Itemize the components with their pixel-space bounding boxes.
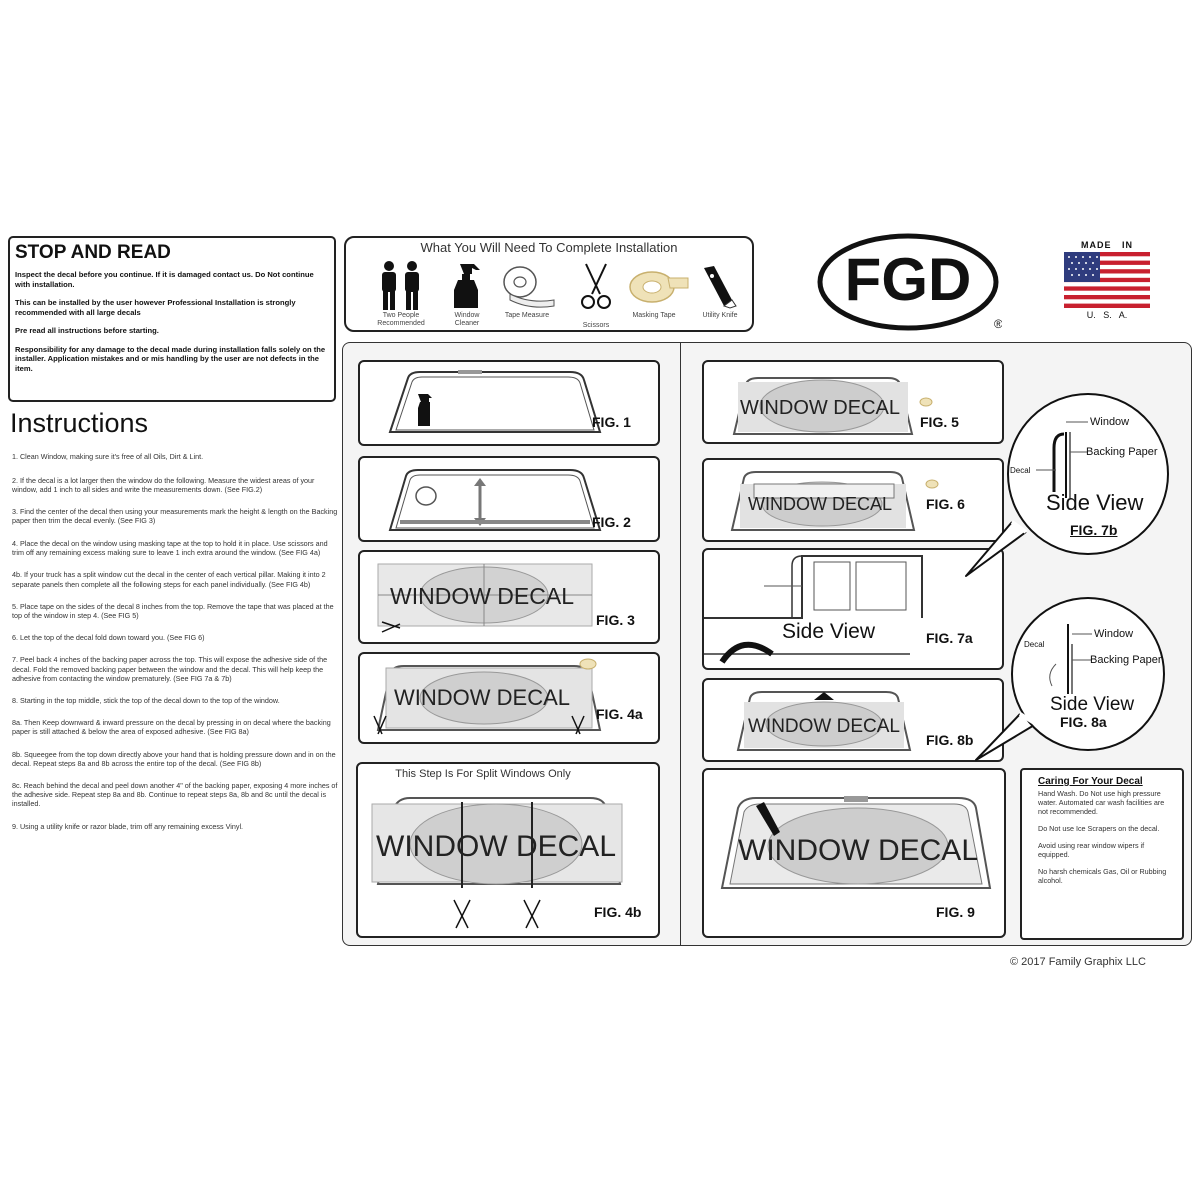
decal-text: WINDOW DECAL: [748, 716, 900, 737]
stop-read-para-4: Responsibility for any damage to the dec…: [15, 344, 326, 373]
decal-text: WINDOW DECAL: [394, 685, 570, 710]
callout-decal-label: Decal: [1010, 466, 1031, 475]
fig-4b-label: FIG. 4b: [594, 904, 642, 920]
instruction-step: 6. Let the top of the decal fold down to…: [12, 633, 205, 643]
made-in-usa-badge: MADE IN U. S. A.: [1064, 240, 1150, 324]
utility-knife-icon: [704, 266, 737, 309]
tool-label: Two People Recommended: [377, 312, 425, 327]
fig-3-label: FIG. 3: [596, 612, 635, 628]
callout-window-label: Window: [1090, 416, 1130, 428]
fig-5-label: FIG. 5: [920, 414, 959, 430]
fig-8b-label: FIG. 8b: [926, 732, 974, 748]
side-view-label: Side View: [782, 620, 876, 643]
decal-text: WINDOW DECAL: [738, 834, 978, 867]
fig-7a-label: FIG. 7a: [926, 630, 973, 646]
fig-7b-label: FIG. 7b: [1070, 522, 1118, 538]
fig-4a-label: FIG. 4a: [596, 706, 643, 722]
decal-text: WINDOW DECAL: [748, 494, 892, 514]
fgd-logo-text: FGD: [845, 246, 972, 313]
figure-2: FIG. 2: [358, 456, 660, 542]
instruction-step: 4. Place the decal on the window using m…: [12, 539, 328, 558]
care-para-4: No harsh chemicals Gas, Oil or Rubbing a…: [1038, 867, 1167, 885]
care-para-3: Avoid using rear window wipers if equipp…: [1038, 841, 1145, 859]
side-view-callout-8a: Window Backing Paper Decal Side View FIG…: [960, 594, 1190, 766]
instructions-list: 1. Clean Window, making sure it's free o…: [12, 452, 338, 831]
fig-2-label: FIG. 2: [592, 514, 631, 530]
instruction-step: 1. Clean Window, making sure it's free o…: [12, 452, 204, 461]
stop-and-read-title: STOP AND READ: [15, 242, 171, 263]
callout-backing-label: Backing Paper: [1086, 446, 1158, 458]
fgd-logo: FGD ®: [816, 232, 1003, 332]
figure-4b: This Step Is For Split Windows Only WIND…: [356, 762, 660, 938]
figure-5: WINDOW DECAL FIG. 5: [702, 360, 1004, 444]
instruction-step: 3. Find the center of the decal then usi…: [12, 506, 338, 525]
side-view-callout-7b: Window Backing Paper Decal Side View FIG…: [960, 392, 1190, 582]
tool-label: Masking Tape: [632, 312, 676, 319]
scissors-icon: [581, 263, 611, 309]
care-title: Caring For Your Decal: [1038, 776, 1143, 787]
people-icon: [382, 261, 419, 310]
tape-measure-icon: [503, 266, 555, 308]
figure-6: WINDOW DECAL FIG. 6: [702, 458, 1004, 542]
figure-9: WINDOW DECAL FIG. 9: [702, 768, 1006, 938]
callout-decal-label: Decal: [1024, 640, 1045, 649]
tool-label: Scissors: [582, 322, 610, 329]
copyright: © 2017 Family Graphix LLC: [1010, 956, 1146, 968]
caring-box: Caring For Your Decal Hand Wash. Do Not …: [1020, 768, 1184, 940]
instructions-title: Instructions: [10, 408, 149, 438]
usa-label: U. S. A.: [1086, 310, 1128, 320]
figure-1: FIG. 1: [358, 360, 660, 446]
tool-label: Utility Knife: [702, 312, 738, 319]
care-para-2: Do Not use Ice Scrapers on the decal.: [1038, 824, 1160, 833]
instruction-step: 8. Starting in the top middle, stick the…: [12, 696, 280, 706]
instruction-step: 5. Place tape on the sides of the decal …: [12, 601, 334, 621]
instruction-step: 4b. If your truck has a split window cut…: [12, 570, 326, 589]
spray-bottle-icon: [454, 264, 480, 308]
instruction-step: 8a. Then Keep downward & inward pressure…: [12, 718, 331, 737]
instruction-step: 7. Peel back 4 inches of the backing pap…: [12, 655, 328, 683]
decal-text: WINDOW DECAL: [390, 583, 574, 609]
decal-text: WINDOW DECAL: [376, 830, 616, 863]
side-view-label: Side View: [1050, 694, 1135, 715]
figure-7a: Side View FIG. 7a: [702, 548, 1004, 670]
masking-tape-icon: [629, 271, 689, 303]
tools-title: What You Will Need To Complete Installat…: [420, 240, 678, 255]
figure-8b: WINDOW DECAL FIG. 8b: [702, 678, 1004, 762]
fig-6-label: FIG. 6: [926, 496, 965, 512]
figure-3: WINDOW DECAL FIG. 3: [358, 550, 660, 644]
side-view-label: Side View: [1046, 490, 1144, 515]
instruction-step: 2. If the decal is a lot larger then the…: [12, 476, 315, 495]
stop-read-para-2: This can be installed by the user howeve…: [15, 298, 296, 317]
tool-label: Tape Measure: [504, 312, 550, 319]
tool-label: Window Cleaner: [454, 312, 480, 327]
us-flag-icon: [1064, 252, 1150, 308]
instruction-step: 8b. Squeegee from the top down directly …: [12, 749, 336, 768]
stop-and-read-box: STOP AND READ Inspect the decal before y…: [8, 236, 336, 402]
fig-9-label: FIG. 9: [936, 904, 975, 920]
made-in-label: MADE IN: [1080, 240, 1133, 250]
registered-mark: ®: [994, 317, 1002, 331]
stop-read-para-1: Inspect the decal before you continue. I…: [15, 270, 314, 289]
fig-1-label: FIG. 1: [592, 414, 631, 430]
instruction-step: 9. Using a utility knife or razor blade,…: [12, 821, 244, 831]
split-window-note: This Step Is For Split Windows Only: [395, 768, 571, 780]
callout-backing-label: Backing Paper: [1090, 654, 1162, 666]
fig-8a-label: FIG. 8a: [1060, 714, 1107, 730]
tools-box: What You Will Need To Complete Installat…: [344, 236, 754, 332]
stop-read-para-3: Pre read all instructions before startin…: [15, 326, 159, 335]
callout-window-label: Window: [1094, 628, 1134, 640]
decal-text: WINDOW DECAL: [740, 397, 900, 419]
care-para-1: Hand Wash. Do Not use high pressure wate…: [1038, 789, 1165, 816]
instruction-step: 8c. Reach behind the decal and peel down…: [12, 781, 338, 809]
figure-4a: WINDOW DECAL FIG. 4a: [358, 652, 660, 744]
